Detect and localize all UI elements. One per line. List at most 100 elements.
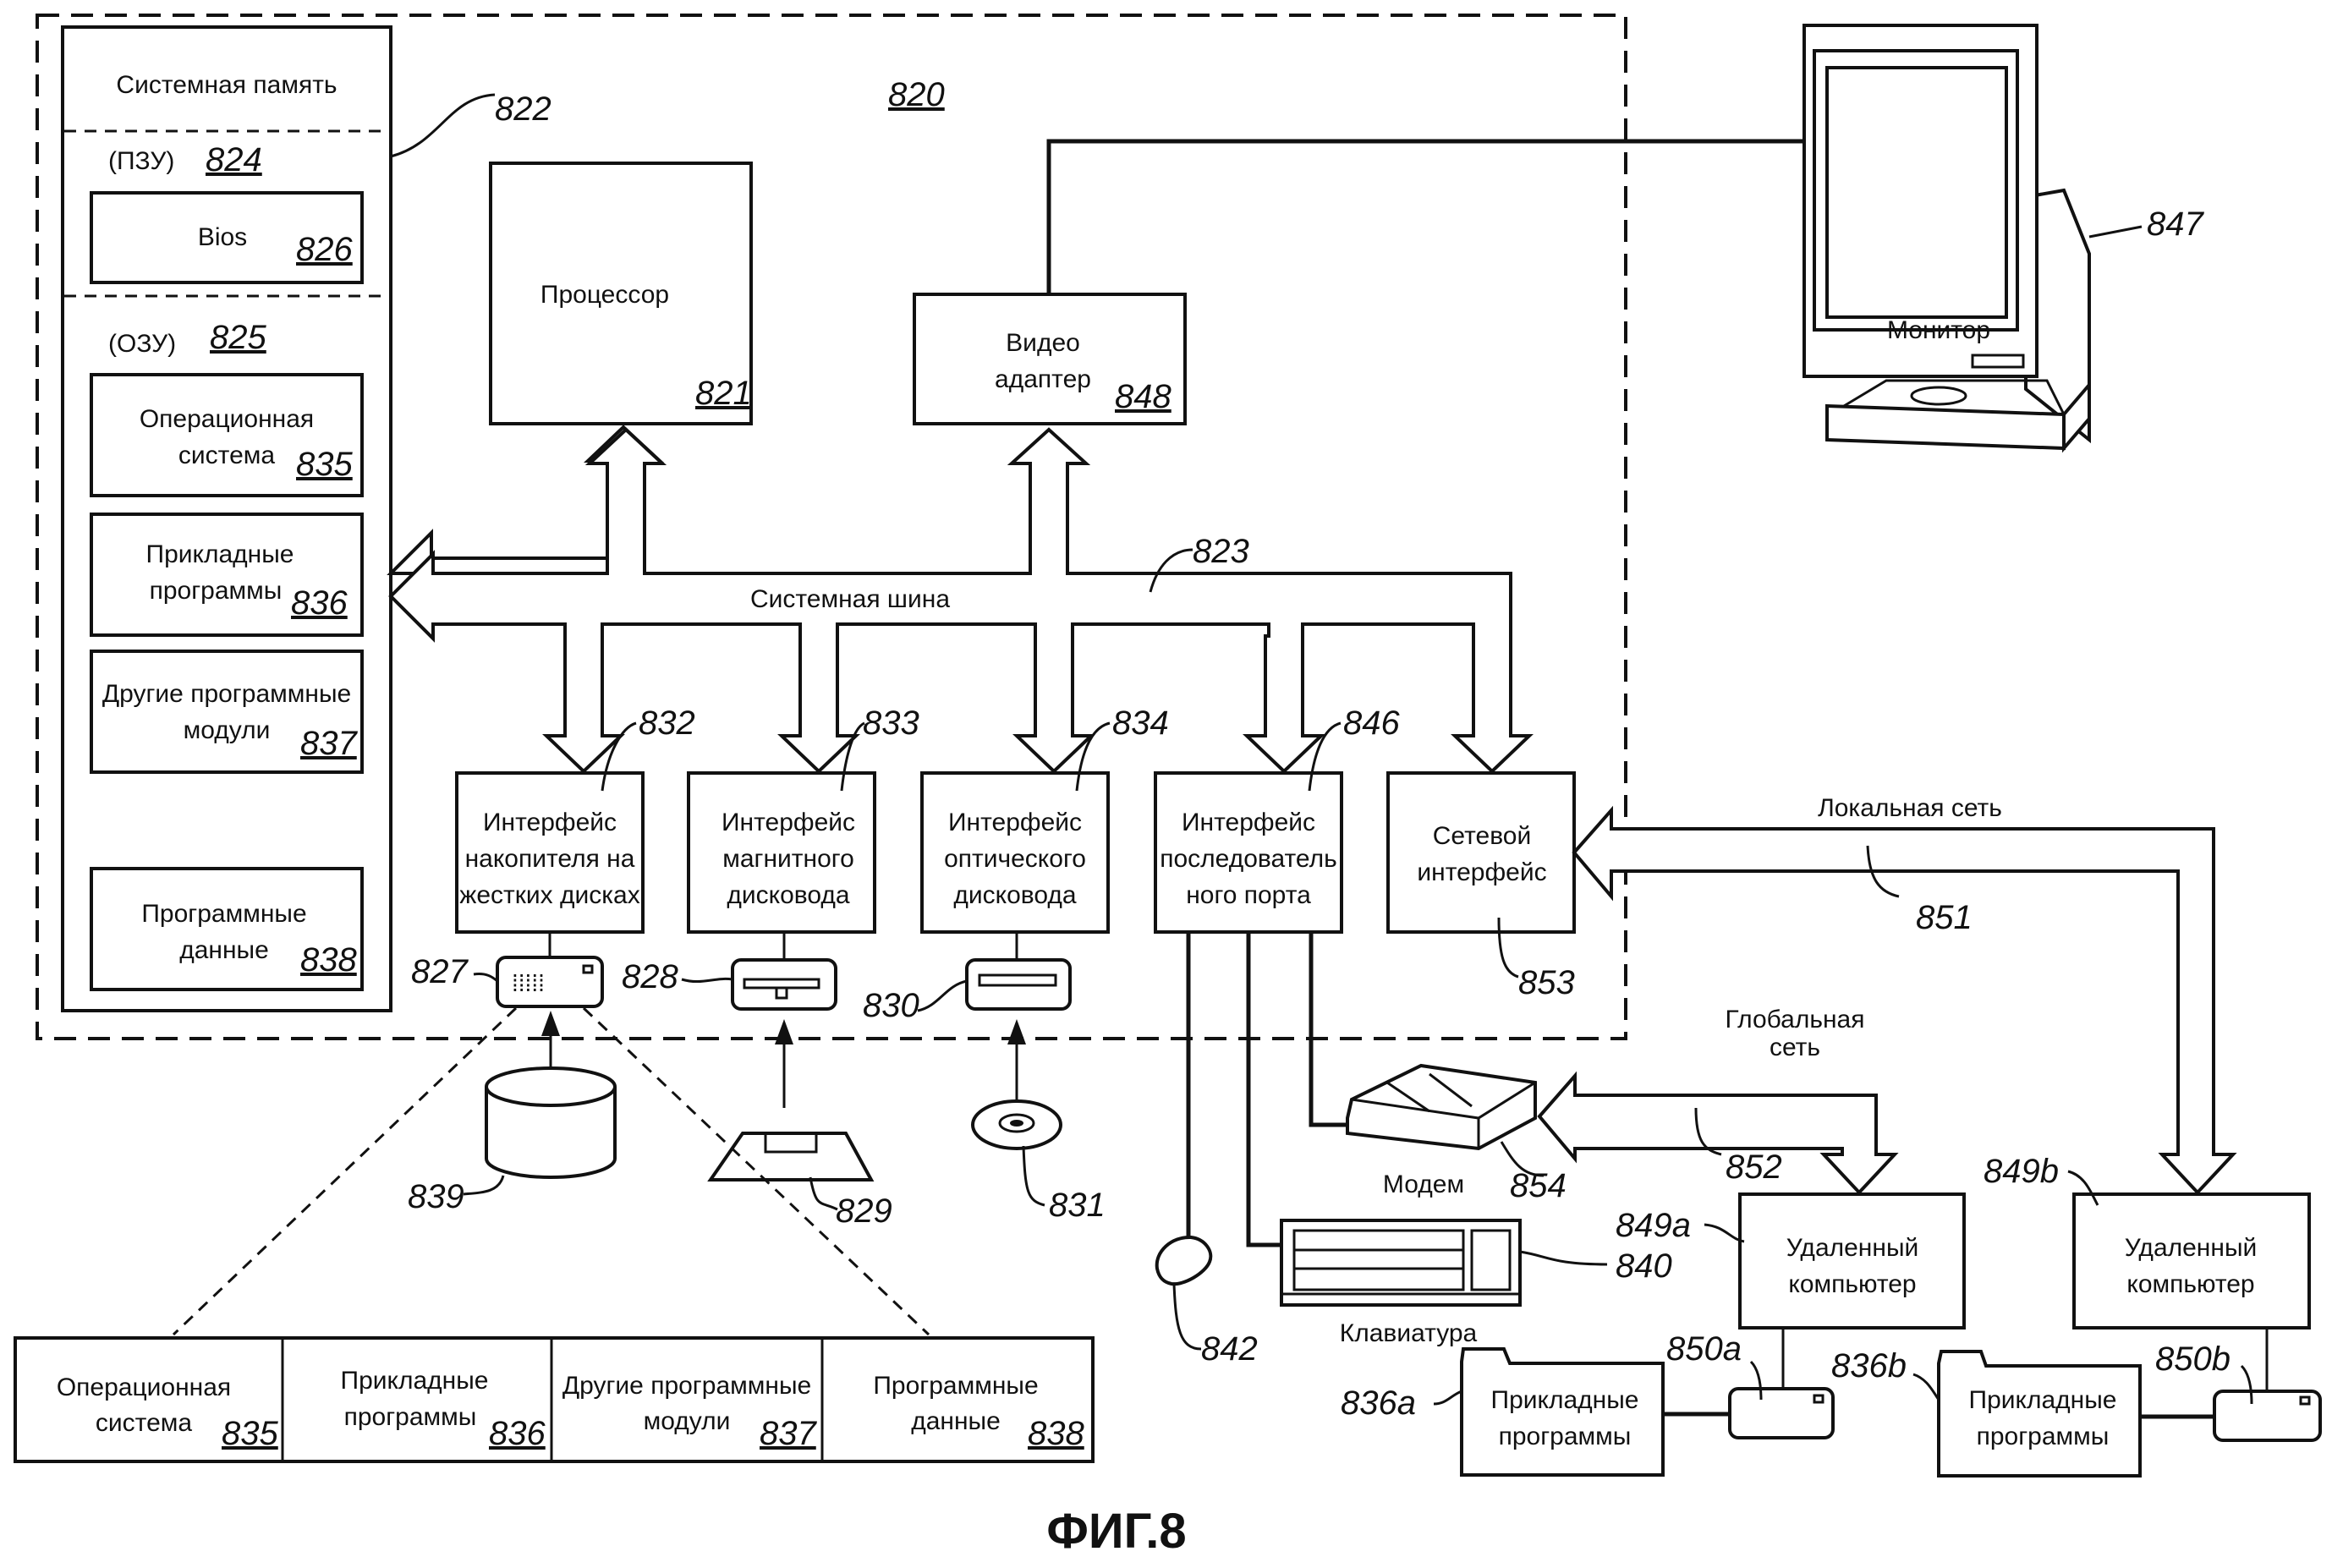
processor-block: Процессор 821 xyxy=(489,162,753,425)
keyboard-leader xyxy=(1519,1250,1608,1266)
interface-line1: Интерфейс xyxy=(483,809,617,836)
wan-label-line1: Глобальная xyxy=(1726,1006,1865,1033)
interface-line2: магнитного xyxy=(722,845,854,873)
keyboard-label: Клавиатура xyxy=(1340,1319,1478,1347)
video-adapter-ref: 848 xyxy=(1115,378,1171,415)
modem-ref: 854 xyxy=(1510,1167,1567,1204)
keyboard-ref: 840 xyxy=(1616,1247,1672,1285)
hard-disk-ref: 839 xyxy=(408,1178,464,1215)
optical-drive-ref: 830 xyxy=(863,987,919,1024)
optical-disc-ref: 831 xyxy=(1049,1187,1106,1224)
interface-network: Сетевой интерфейс xyxy=(1386,771,1576,934)
remote-b-storage-leader xyxy=(2240,1364,2253,1405)
ram-label: (ОЗУ) xyxy=(108,330,176,358)
hdd-content-line1: Операционная xyxy=(57,1373,231,1401)
remote-apps-line2: программы xyxy=(1977,1423,2110,1450)
computer-boundary xyxy=(36,14,1627,1040)
remote-b-storage-ref: 850b xyxy=(2155,1340,2230,1378)
remote-b-apps-folder: Прикладные программы xyxy=(1937,1350,2142,1478)
remote-apps-line1: Прикладные xyxy=(1491,1386,1639,1414)
interface-line2: интерфейс xyxy=(1417,858,1546,886)
figure-title: ФИГ.8 xyxy=(1046,1504,1186,1559)
hard-disk-icon xyxy=(485,1066,617,1179)
remote-computer-line2: компьютер xyxy=(2126,1270,2254,1298)
floppy-disk-leader xyxy=(809,1176,838,1211)
svg-text:⁞⁞⁞⁞⁞: ⁞⁞⁞⁞⁞ xyxy=(512,970,545,996)
interface-hdd: Интерфейс накопителя на жестких дисках xyxy=(455,771,645,934)
interface-line1: Интерфейс xyxy=(722,809,855,836)
memory-item-line1: Другие программные xyxy=(102,680,351,708)
memory-item-ref: 837 xyxy=(300,725,358,762)
bios-label: Bios xyxy=(198,223,247,251)
rom-ref: 824 xyxy=(206,141,262,178)
interface-line2: накопителя на xyxy=(465,845,635,873)
hdd-content-line2: программы xyxy=(344,1403,477,1431)
optical-disc-icon xyxy=(971,1099,1062,1150)
hdd-ref: 827 xyxy=(411,953,469,990)
remote-computer-a-ref: 849a xyxy=(1616,1207,1691,1244)
interface-network-leader xyxy=(1497,917,1519,979)
hdd-content-line2: данные xyxy=(911,1407,1001,1435)
optical-drive-leader xyxy=(917,979,968,1012)
media-arrows xyxy=(541,1011,1026,1112)
memory-item-line2: программы xyxy=(150,577,283,605)
wan-label-line2: сеть xyxy=(1770,1033,1820,1061)
floppy-drive-icon xyxy=(731,958,837,1011)
interface-optical-ref: 834 xyxy=(1112,705,1169,742)
remote-computer-line1: Удаленный xyxy=(1786,1234,1919,1262)
hdd-content-line1: Программные xyxy=(873,1372,1038,1400)
modem-leader xyxy=(1500,1141,1545,1177)
video-adapter-block: Видео адаптер 848 xyxy=(913,293,1187,425)
system-memory-ref: 822 xyxy=(495,90,551,128)
lan-label: Локальная сеть xyxy=(1818,794,2002,822)
memory-item-line2: модули xyxy=(184,716,271,744)
hard-disk-leader xyxy=(463,1175,505,1196)
hdd-content-ref: 838 xyxy=(1028,1415,1084,1452)
remote-a-storage-ref: 850a xyxy=(1666,1330,1742,1368)
system-bus-outline xyxy=(388,427,1534,774)
keyboard-icon xyxy=(1280,1219,1522,1307)
memory-item-os: Операционная система 835 xyxy=(90,373,364,497)
remote-apps-line1: Прикладные xyxy=(1969,1386,2117,1414)
remote-computer-a: Удаленный компьютер xyxy=(1738,1192,1966,1330)
memory-item-ref: 835 xyxy=(296,446,353,483)
system-memory-leader xyxy=(390,93,496,158)
floppy-drive-ref: 828 xyxy=(622,958,678,995)
remote-a-apps-folder: Прикладные программы xyxy=(1460,1347,1665,1477)
hdd-content-line2: модули xyxy=(644,1407,731,1435)
video-monitor-cable xyxy=(1046,139,1804,294)
remote-computer-line2: компьютер xyxy=(1788,1270,1916,1298)
video-adapter-line2: адаптер xyxy=(995,365,1091,393)
mouse-icon xyxy=(1155,1235,1213,1286)
memory-item-modules: Другие программные модули 837 xyxy=(90,650,364,774)
modem-label: Модем xyxy=(1383,1171,1464,1198)
system-memory: Системная память (ПЗУ) 824 Bios 826 (ОЗУ… xyxy=(61,25,392,1012)
remote-b-storage-icon xyxy=(2213,1390,2322,1442)
memory-item-line1: Прикладные xyxy=(146,540,294,568)
interface-floppy-leader xyxy=(840,721,865,792)
hdd-projection-left xyxy=(172,1006,518,1336)
lan-ref: 851 xyxy=(1916,899,1973,936)
interface-floppy: Интерфейс магнитного дисковода xyxy=(687,771,876,934)
interface-line2: последователь xyxy=(1160,845,1337,873)
hdd-content-line2: система xyxy=(96,1409,192,1437)
remote-a-apps-ref: 836a xyxy=(1341,1384,1416,1422)
remote-computer-a-leader xyxy=(1704,1223,1745,1243)
wan-link xyxy=(1537,1071,1899,1195)
remote-a-storage-icon xyxy=(1728,1387,1835,1439)
interface-optical: Интерфейс оптического дисковода xyxy=(920,771,1110,934)
system-memory-title: Системная память xyxy=(116,71,337,99)
monitor-ref: 847 xyxy=(2147,206,2204,243)
interface-hdd-ref: 832 xyxy=(639,705,695,742)
interface-line2: оптического xyxy=(944,845,1086,873)
memory-item-ref: 836 xyxy=(291,584,348,622)
hdd-drive-icon: ⁞⁞⁞⁞⁞ xyxy=(496,956,604,1008)
bios-ref: 826 xyxy=(296,231,353,268)
hdd-content-line1: Прикладные xyxy=(341,1367,489,1395)
monitor-label: Монитор xyxy=(1887,316,1990,344)
processor-ref: 821 xyxy=(695,375,752,412)
remote-computer-line1: Удаленный xyxy=(2125,1234,2258,1262)
memory-item-line2: данные xyxy=(179,936,269,964)
interface-line1: Сетевой xyxy=(1433,822,1531,850)
floppy-disk-ref: 829 xyxy=(836,1192,892,1230)
